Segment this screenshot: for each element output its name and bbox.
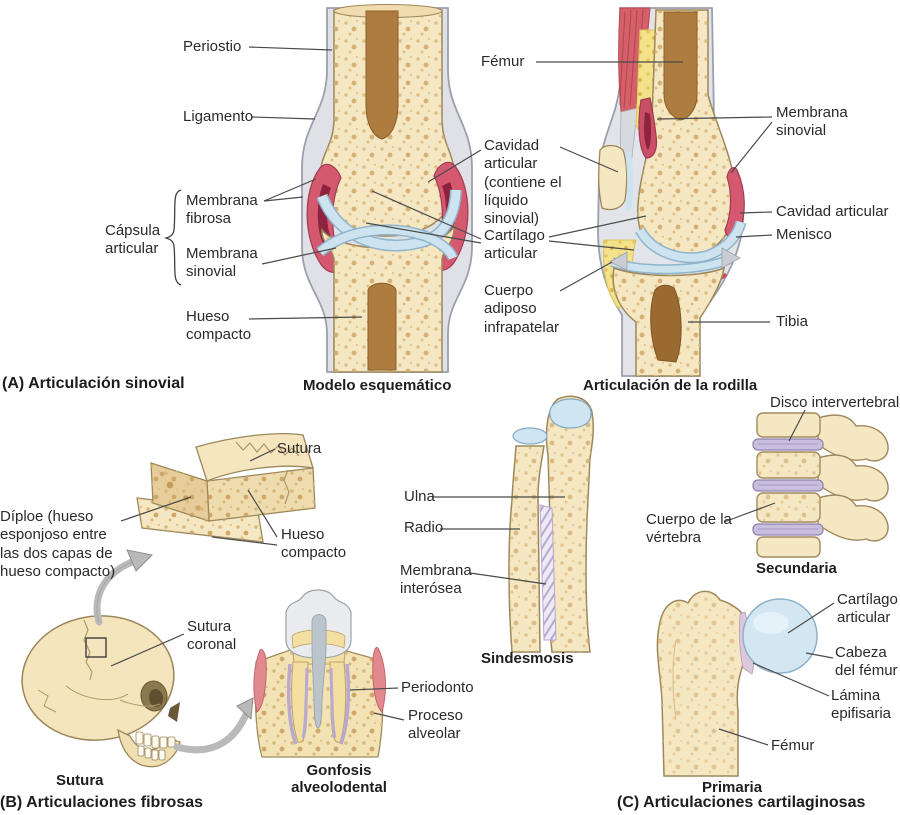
label-cartilago-articular-c: Cartílago articular bbox=[837, 591, 898, 627]
label-membrana-interosea: Membrana interósea bbox=[400, 562, 472, 598]
label-ulna: Ulna bbox=[404, 488, 435, 505]
label-membrana-sinovial-rodilla: Membrana sinovial bbox=[776, 104, 848, 140]
label-cavidad-articular: Cavidad articular bbox=[776, 203, 889, 220]
label-cartilago-articular: Cartílago articular bbox=[484, 227, 545, 263]
label-cabeza-femur: Cabeza del fémur bbox=[835, 644, 898, 680]
caption-primaria: Primaria bbox=[702, 779, 763, 796]
label-diploe: Díploe (hueso esponjoso entre las dos ca… bbox=[0, 508, 116, 580]
knee-joint-illustration bbox=[597, 7, 747, 377]
diploe-block-illustration bbox=[136, 433, 316, 543]
curved-arrow-skull-to-block-icon bbox=[93, 549, 154, 626]
capsula-brace bbox=[163, 189, 182, 286]
label-cavidad-articular-detalle: Cavidad articular (contiene el líquido s… bbox=[484, 137, 562, 228]
section-label-c: (C) Articulaciones cartilaginosas bbox=[617, 794, 866, 811]
label-proceso-alveolar: Proceso alveolar bbox=[408, 707, 464, 743]
caption-secundaria: Secundaria bbox=[756, 560, 837, 577]
label-femur: Fémur bbox=[481, 53, 525, 70]
caption-articulacion-rodilla: Articulación de la rodilla bbox=[583, 377, 758, 394]
curved-arrow-skull-to-tooth-icon bbox=[173, 697, 254, 754]
leader-lines bbox=[110, 46, 835, 746]
label-cuerpo-vertebra: Cuerpo de la vértebra bbox=[646, 511, 732, 547]
label-hueso-compacto: Hueso compacto bbox=[186, 308, 252, 344]
label-lamina-epifisaria: Lámina epifisaria bbox=[831, 687, 892, 723]
label-sutura: Sutura bbox=[277, 440, 322, 457]
schematic-joint-illustration bbox=[301, 4, 473, 373]
label-membrana-sinovial: Membrana sinovial bbox=[186, 245, 258, 281]
label-radio: Radio bbox=[404, 519, 444, 536]
caption-gonfosis: Gonfosis alveolodental bbox=[291, 762, 387, 796]
label-membrana-fibrosa: Membrana fibrosa bbox=[186, 192, 258, 228]
label-menisco: Menisco bbox=[776, 226, 832, 243]
syndesmosis-illustration bbox=[508, 395, 594, 653]
caption-sutura: Sutura bbox=[56, 772, 104, 789]
label-hueso-compacto-b: Hueso compacto bbox=[281, 526, 347, 562]
label-femur-c: Fémur bbox=[771, 737, 815, 754]
femur-head-illustration bbox=[656, 590, 818, 777]
label-sutura-coronal: Sutura coronal bbox=[187, 618, 237, 654]
label-capsula-articular: Cápsula articular bbox=[105, 222, 161, 258]
caption-sindesmosis: Sindesmosis bbox=[481, 650, 574, 667]
label-ligamento: Ligamento bbox=[183, 108, 254, 125]
skull-illustration bbox=[21, 615, 181, 768]
label-disco-intervertebral: Disco intervertebral bbox=[770, 394, 900, 411]
label-tibia: Tibia bbox=[776, 313, 808, 330]
tooth-gomphosis-illustration bbox=[253, 589, 386, 758]
section-label-b: (B) Articulaciones fibrosas bbox=[0, 794, 204, 811]
caption-modelo-esquematico: Modelo esquemático bbox=[303, 377, 452, 394]
label-periodonto: Periodonto bbox=[401, 679, 474, 696]
label-periostio: Periostio bbox=[183, 38, 242, 55]
vertebrae-illustration bbox=[752, 412, 889, 558]
label-cuerpo-adiposo: Cuerpo adiposo infrapatelar bbox=[484, 282, 560, 336]
section-label-a: (A) Articulación sinovial bbox=[2, 375, 185, 392]
